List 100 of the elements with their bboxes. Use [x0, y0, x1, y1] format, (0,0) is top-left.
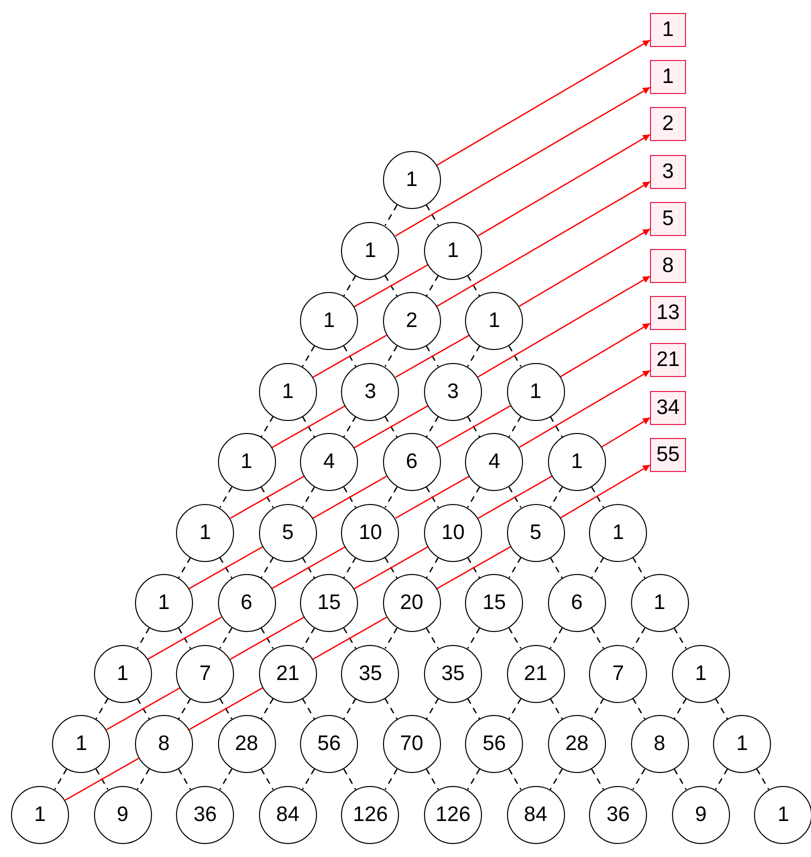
dashed-line	[467, 628, 480, 649]
number-circle: 6	[382, 433, 441, 491]
dashed-line	[467, 698, 480, 720]
number-circle: 10	[341, 504, 400, 562]
number-circle: 1	[52, 715, 110, 773]
dashed-line	[384, 768, 398, 790]
number-circle: 56	[465, 715, 524, 773]
connector-line	[230, 616, 304, 660]
dashed-line	[674, 768, 687, 790]
number-circle: 35	[341, 644, 400, 702]
dashed-line	[550, 557, 563, 578]
number-circle: 7	[176, 644, 234, 702]
dashed-line	[426, 346, 439, 367]
number-circle: 1	[300, 292, 358, 350]
number-circle: 126	[341, 786, 400, 844]
number-circle: 28	[218, 715, 276, 773]
dashed-line	[178, 557, 192, 578]
dashed-line	[343, 768, 356, 790]
connector-line	[188, 546, 263, 590]
dashed-line	[467, 557, 480, 578]
number-circle: 5	[258, 504, 317, 562]
number-circle: 1	[424, 222, 482, 280]
dashed-line	[136, 768, 150, 790]
dashed-line	[550, 768, 563, 790]
number-circle: 56	[300, 715, 358, 773]
number-box: 2	[650, 107, 686, 142]
dashed-line	[302, 416, 315, 438]
number-circle: 1	[218, 433, 276, 491]
number-circle: 1	[630, 574, 688, 632]
number-circle: 1	[713, 715, 772, 773]
dashed-line	[550, 628, 563, 649]
dashed-line	[136, 628, 150, 649]
dashed-line	[260, 416, 274, 438]
dashed-line	[426, 486, 439, 508]
dashed-line	[260, 486, 274, 508]
dashed-line	[343, 557, 356, 578]
dashed-line	[95, 768, 108, 790]
dashed-line	[136, 698, 150, 720]
connector-line	[271, 405, 346, 448]
dashed-line	[178, 628, 192, 649]
number-circle: 9	[672, 786, 730, 844]
dashed-line	[260, 557, 274, 578]
arrow	[478, 276, 650, 378]
number-circle: 70	[382, 715, 441, 773]
dashed-line	[178, 768, 192, 790]
number-circle: 7	[589, 644, 648, 702]
arrow	[436, 40, 650, 166]
number-circle: 5	[506, 504, 565, 562]
number-box: 1	[650, 60, 686, 94]
number-circle: 28	[548, 715, 606, 773]
number-box: 5	[650, 202, 686, 236]
dashed-line	[302, 628, 315, 649]
arrow	[560, 322, 650, 378]
dashed-line	[95, 698, 108, 720]
connector-line	[312, 616, 387, 660]
number-circle: 1	[258, 362, 317, 420]
number-circle: 1	[589, 504, 648, 562]
dashed-line	[674, 698, 687, 720]
number-circle: 8	[630, 715, 688, 773]
dashed-line	[219, 768, 232, 790]
number-box: 1	[650, 13, 686, 47]
dashed-line	[467, 416, 480, 438]
dashed-line	[384, 346, 398, 367]
dashed-line	[343, 698, 356, 720]
number-circle: 1	[341, 222, 400, 280]
number-box: 13	[650, 296, 686, 330]
dashed-line	[508, 486, 522, 508]
dashed-line	[302, 346, 315, 367]
number-circle: 36	[589, 786, 648, 844]
connector-line	[188, 687, 263, 730]
dashed-line	[384, 416, 398, 438]
connector-line	[312, 334, 387, 378]
number-circle: 1	[548, 433, 606, 491]
number-circle: 1	[754, 786, 811, 844]
dashed-line	[632, 698, 646, 720]
arrow	[478, 134, 650, 236]
arrow	[601, 417, 650, 448]
number-circle: 10	[424, 504, 482, 562]
dashed-line	[343, 486, 356, 508]
arrow	[436, 181, 650, 307]
number-box: 21	[650, 343, 686, 378]
dashed-line	[260, 698, 274, 720]
dashed-line	[219, 557, 232, 578]
dashed-line	[467, 768, 480, 790]
dashed-line	[591, 557, 604, 578]
dashed-line	[591, 628, 604, 649]
dashed-line	[508, 768, 522, 790]
dashed-line	[426, 275, 439, 296]
number-circle: 126	[424, 786, 482, 844]
number-box: 3	[650, 154, 686, 189]
dashed-line	[384, 628, 398, 649]
dashed-line	[384, 204, 398, 226]
number-circle: 1	[672, 644, 730, 702]
dashed-line	[302, 698, 315, 720]
dashed-line	[219, 486, 232, 508]
number-circle: 8	[134, 715, 193, 773]
dashed-line	[467, 275, 480, 296]
dashed-line	[384, 698, 398, 720]
number-circle: 6	[218, 574, 276, 632]
number-circle: 15	[300, 574, 358, 632]
